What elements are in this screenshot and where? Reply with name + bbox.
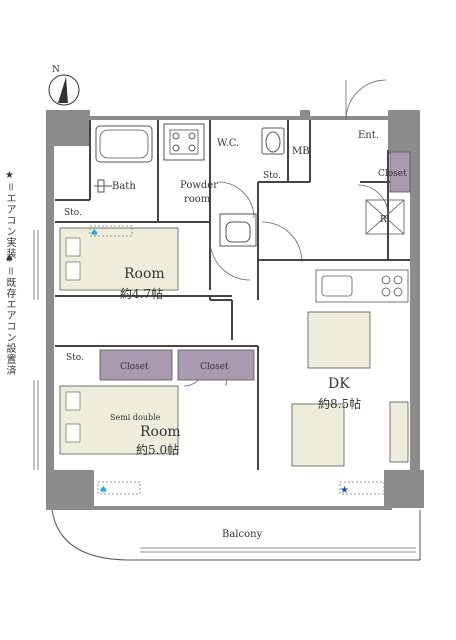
legend-existing-ac: ♠＝既存エアコン設置済 — [4, 254, 15, 376]
dk-name: DK — [328, 376, 350, 392]
toilet-icon — [261, 127, 285, 155]
closet-entrance-label: Closet — [378, 169, 407, 179]
fridge-label: R — [380, 215, 387, 225]
bath-label: Bath — [112, 181, 136, 192]
new-ac-icon-dk: ★ — [340, 485, 349, 496]
closet-entrance — [389, 151, 411, 193]
sofa — [291, 403, 345, 467]
windows — [33, 230, 416, 553]
dk-size: 約8.5帖 — [318, 396, 361, 411]
bed-type-label: Semi double — [110, 413, 161, 422]
compass: N — [48, 65, 80, 106]
closet-a-label: Closet — [120, 362, 149, 372]
balcony — [51, 509, 421, 561]
outer-walls — [46, 110, 424, 510]
sto-room2-label: Sto. — [66, 353, 84, 363]
sto-room1-label: Sto. — [64, 208, 82, 218]
furniture — [59, 227, 409, 467]
mb-label: MB — [292, 146, 310, 157]
dining-table — [307, 311, 371, 369]
pillows — [65, 237, 81, 443]
room1-size: 約4.7帖 — [120, 286, 163, 301]
sto-entrance-label: Sto. — [263, 171, 281, 181]
fridge-icon — [365, 199, 405, 235]
closet-b-label: Closet — [200, 362, 229, 372]
powder-label-line1: Powder — [180, 180, 218, 191]
closet-b — [177, 349, 255, 381]
compass-north-label: N — [52, 65, 60, 75]
room2-size: 約5.0帖 — [136, 442, 179, 457]
closets — [99, 151, 411, 381]
bathtub-icon — [95, 125, 153, 163]
existing-ac-icon-room2: ♠ — [99, 485, 108, 496]
closet-a — [99, 349, 173, 381]
legend-new-ac: ★＝エアコン実装 — [4, 170, 15, 259]
room1-name: Room — [124, 266, 165, 282]
tv-stand — [389, 401, 409, 463]
powder-room-label: Powder room — [180, 180, 221, 205]
kitchen-counter — [315, 269, 409, 303]
entrance-label: Ent. — [358, 130, 379, 141]
sink-icon — [219, 213, 257, 247]
powder-label-line2: room — [184, 194, 211, 205]
ac-units — [89, 225, 385, 495]
wc-label: W.C. — [217, 138, 239, 149]
shower-icon — [94, 179, 112, 193]
room2-name: Room — [140, 424, 181, 440]
washer-icon — [163, 123, 205, 161]
existing-ac-icon-room1: ♠ — [90, 228, 99, 239]
balcony-label: Balcony — [222, 529, 263, 540]
